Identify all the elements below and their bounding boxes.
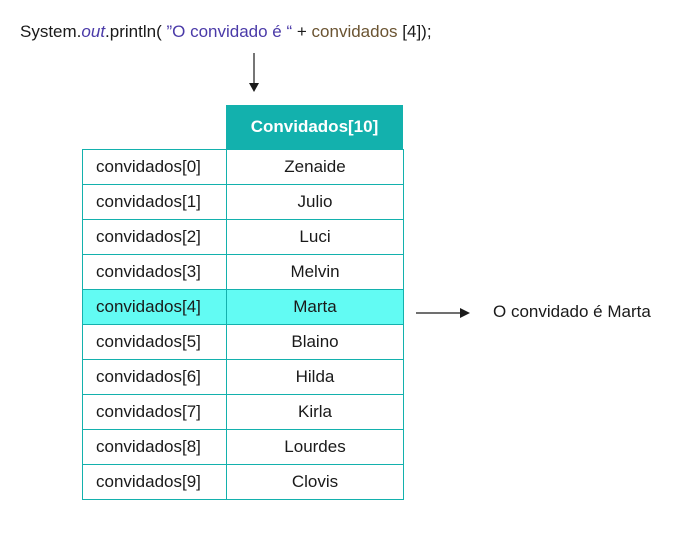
- table-row: convidados[7]Kirla: [82, 394, 404, 430]
- array-index-cell: convidados[5]: [82, 324, 227, 360]
- code-statement: System.out.println( ”O convidado é “ + c…: [20, 22, 432, 42]
- table-row: convidados[9]Clovis: [82, 464, 404, 500]
- array-value-cell: Hilda: [226, 359, 404, 395]
- array-index-cell: convidados[9]: [82, 464, 227, 500]
- output-text: O convidado é Marta: [493, 302, 651, 321]
- array-value-cell: Melvin: [226, 254, 404, 290]
- array-value-cell: Lourdes: [226, 429, 404, 465]
- array-value-cell: Blaino: [226, 324, 404, 360]
- table-row: convidados[1]Julio: [82, 184, 404, 220]
- array-value-cell: Clovis: [226, 464, 404, 500]
- array-value-cell: Kirla: [226, 394, 404, 430]
- array-index-cell: convidados[6]: [82, 359, 227, 395]
- table-row: convidados[2]Luci: [82, 219, 404, 255]
- code-string-literal: ”O convidado é “: [166, 22, 293, 41]
- array-index-cell: convidados[0]: [82, 149, 227, 185]
- code-index: [4]);: [397, 22, 432, 41]
- array-index-cell: convidados[4]: [82, 289, 227, 325]
- array-index-cell: convidados[8]: [82, 429, 227, 465]
- array-value-cell: Luci: [226, 219, 404, 255]
- array-index-cell: convidados[7]: [82, 394, 227, 430]
- table-row: convidados[5]Blaino: [82, 324, 404, 360]
- array-value-cell: Zenaide: [226, 149, 404, 185]
- table-row: convidados[8]Lourdes: [82, 429, 404, 465]
- array-index-cell: convidados[3]: [82, 254, 227, 290]
- table-row: convidados[0]Zenaide: [82, 149, 404, 185]
- array-index-cell: convidados[2]: [82, 219, 227, 255]
- array-value-cell: Julio: [226, 184, 404, 220]
- array-index-cell: convidados[1]: [82, 184, 227, 220]
- array-header: Convidados[10]: [226, 105, 403, 149]
- down-arrow-icon: [249, 53, 259, 92]
- code-plus: +: [292, 22, 312, 41]
- table-row: convidados[4]Marta: [82, 289, 404, 325]
- table-row: convidados[6]Hilda: [82, 359, 404, 395]
- right-arrow-icon: [416, 308, 470, 318]
- table-row: convidados[3]Melvin: [82, 254, 404, 290]
- code-variable: convidados: [311, 22, 398, 41]
- array-value-cell: Marta: [226, 289, 404, 325]
- code-system: System.: [20, 22, 82, 41]
- code-println: .println(: [105, 22, 167, 41]
- code-out: out: [81, 22, 106, 41]
